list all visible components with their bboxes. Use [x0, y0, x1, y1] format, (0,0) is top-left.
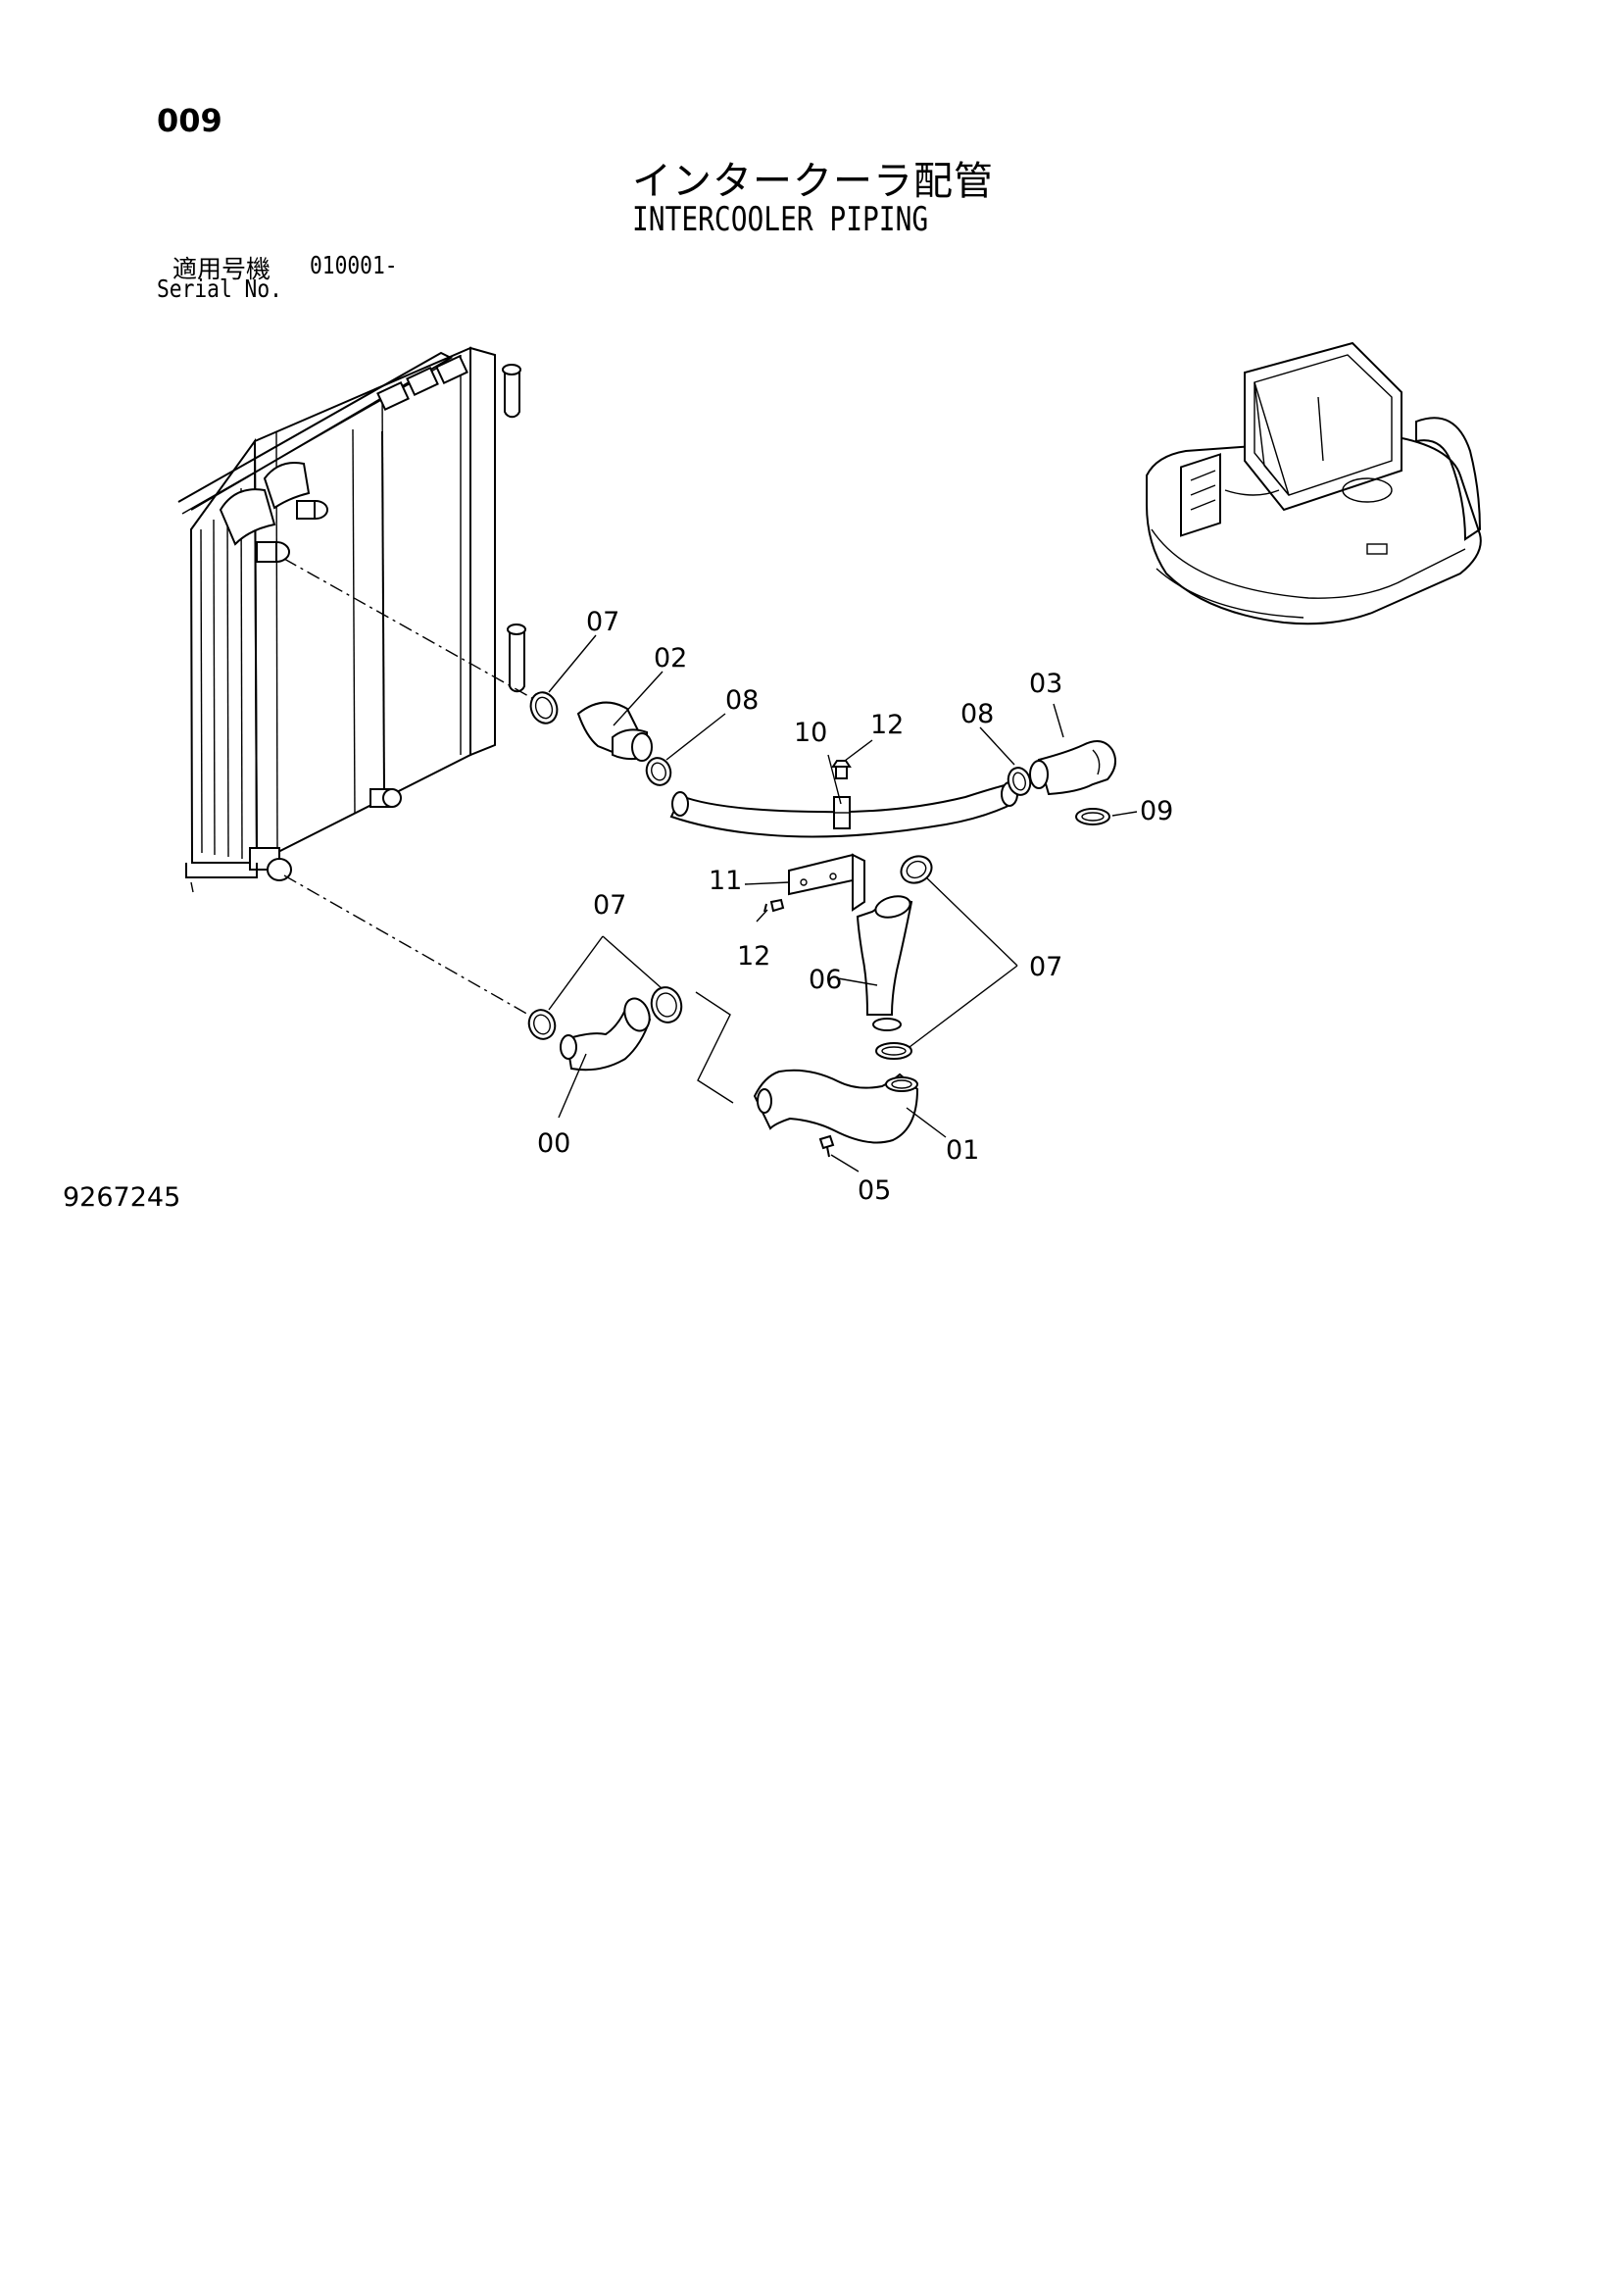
callout-12-upper: 12 — [870, 710, 904, 740]
callout-03: 03 — [1029, 669, 1062, 699]
callout-09: 09 — [1140, 796, 1173, 826]
callout-08-left: 08 — [725, 685, 759, 716]
callout-11: 11 — [709, 866, 742, 896]
page-number: 009 — [157, 102, 222, 139]
callout-07-lower-left: 07 — [593, 890, 626, 921]
callout-01: 01 — [946, 1135, 979, 1166]
bracket-drawing — [763, 853, 865, 913]
parts-diagram: 07 02 08 10 12 08 03 09 11 12 07 06 07 0… — [177, 341, 1482, 1206]
callout-06: 06 — [809, 965, 842, 995]
callout-07-right: 07 — [1029, 952, 1062, 982]
radiator-intercooler-drawing — [177, 346, 526, 893]
lower-hose-set-drawing — [527, 986, 919, 1158]
callout-08-right: 08 — [960, 699, 994, 729]
callout-12-lower: 12 — [737, 941, 770, 972]
callout-02: 02 — [654, 643, 687, 674]
drawing-number: 9267245 — [63, 1182, 181, 1213]
upper-hose-set-drawing — [529, 691, 1117, 838]
machine-overview-drawing — [1146, 341, 1482, 625]
serial-label-english: Serial No. — [157, 275, 282, 303]
callout-00: 00 — [537, 1128, 570, 1159]
callout-07-upper: 07 — [586, 607, 619, 637]
reference-line-upper — [283, 558, 538, 702]
callout-leader-lines — [548, 634, 1138, 1173]
page-title-english: INTERCOOLER PIPING — [632, 200, 929, 239]
page-title-japanese: インタークーラ配管 — [632, 159, 994, 204]
serial-label-japanese: 適用号機 — [172, 255, 271, 283]
hose-06-drawing — [856, 855, 933, 1060]
reference-line-lower — [283, 874, 538, 1021]
serial-number-value: 010001- — [310, 251, 398, 279]
callout-10: 10 — [794, 718, 827, 748]
callout-05: 05 — [858, 1175, 891, 1206]
